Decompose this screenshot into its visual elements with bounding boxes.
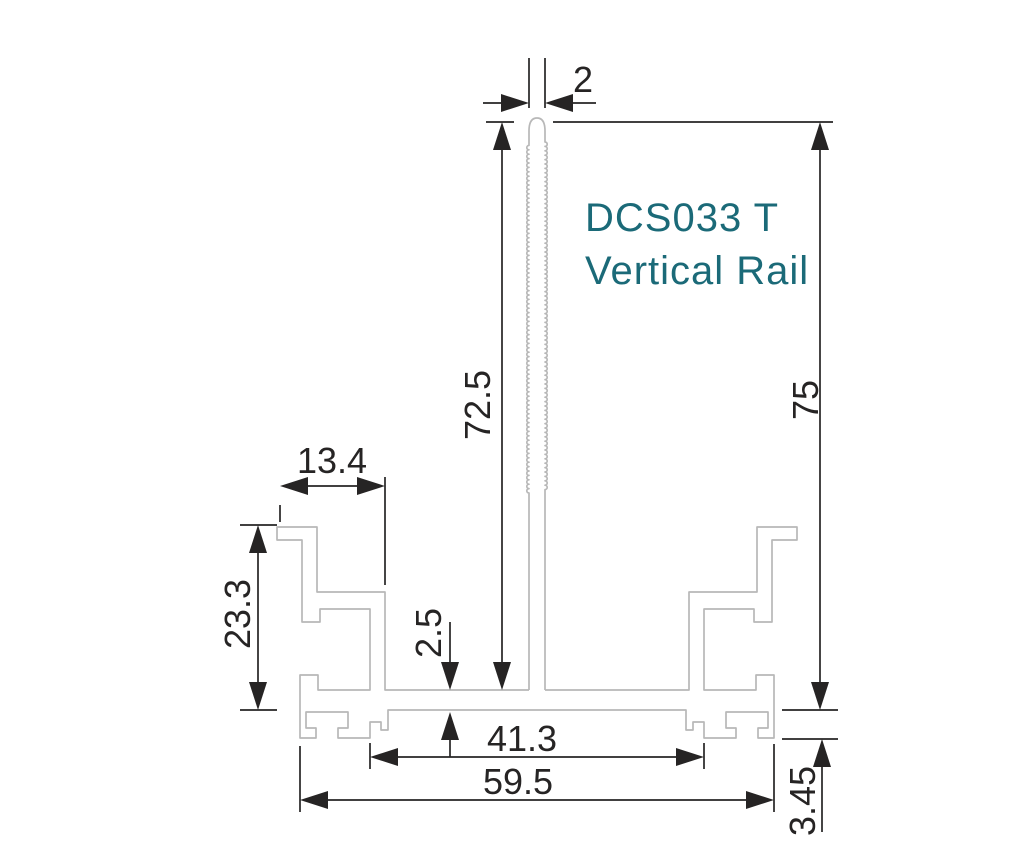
arrow-right-icon: [357, 477, 385, 495]
arrow-down-icon: [441, 662, 459, 690]
dim-blade-width: 2: [483, 58, 596, 112]
arrow-up-icon: [493, 122, 511, 150]
arrow-up-icon: [441, 712, 459, 740]
arrow-left-icon: [300, 791, 328, 809]
dim-base-lip: 3.45: [782, 738, 838, 836]
arrow-left-icon: [545, 94, 573, 112]
dim-label-base-width: 59.5: [483, 761, 553, 802]
dim-label-blade-height: 72.5: [457, 370, 498, 440]
product-code: DCS033 T: [585, 196, 779, 240]
arrow-right-icon: [746, 791, 774, 809]
dim-base-width: 59.5: [299, 744, 775, 812]
dim-label-wing-width: 13.4: [297, 440, 367, 481]
arrow-up-icon: [249, 525, 267, 553]
arrow-down-icon: [811, 682, 829, 710]
dim-label-slot-span: 41.3: [487, 718, 557, 759]
dim-blade-height: 72.5: [457, 121, 514, 690]
profile-outline: [276, 526, 798, 739]
dim-wing-height: 23.3: [217, 524, 277, 711]
dim-overall-height: 75: [553, 121, 838, 711]
dim-label-web-thickness: 2.5: [408, 608, 449, 658]
dim-label-blade-width: 2: [573, 59, 593, 100]
extrusion-profile: [276, 117, 798, 739]
product-title: DCS033 T Vertical Rail: [585, 196, 809, 293]
arrow-left-icon: [280, 477, 308, 495]
dim-wing-width: 13.4: [279, 440, 386, 585]
arrow-right-icon: [501, 94, 529, 112]
arrow-down-icon: [249, 682, 267, 710]
arrow-down-icon: [493, 662, 511, 690]
blade-serrated-fin: [525, 117, 549, 690]
dim-label-base-lip: 3.45: [782, 766, 823, 836]
dim-web-thickness: 2.5: [408, 608, 459, 757]
product-name: Vertical Rail: [585, 249, 809, 293]
dim-slot-span: 41.3: [369, 718, 705, 769]
arrow-up-icon: [813, 739, 831, 767]
dim-label-overall-height: 75: [785, 380, 826, 420]
arrow-right-icon: [676, 748, 704, 766]
arrow-left-icon: [370, 748, 398, 766]
arrow-up-icon: [811, 122, 829, 150]
dim-label-wing-height: 23.3: [217, 579, 258, 649]
